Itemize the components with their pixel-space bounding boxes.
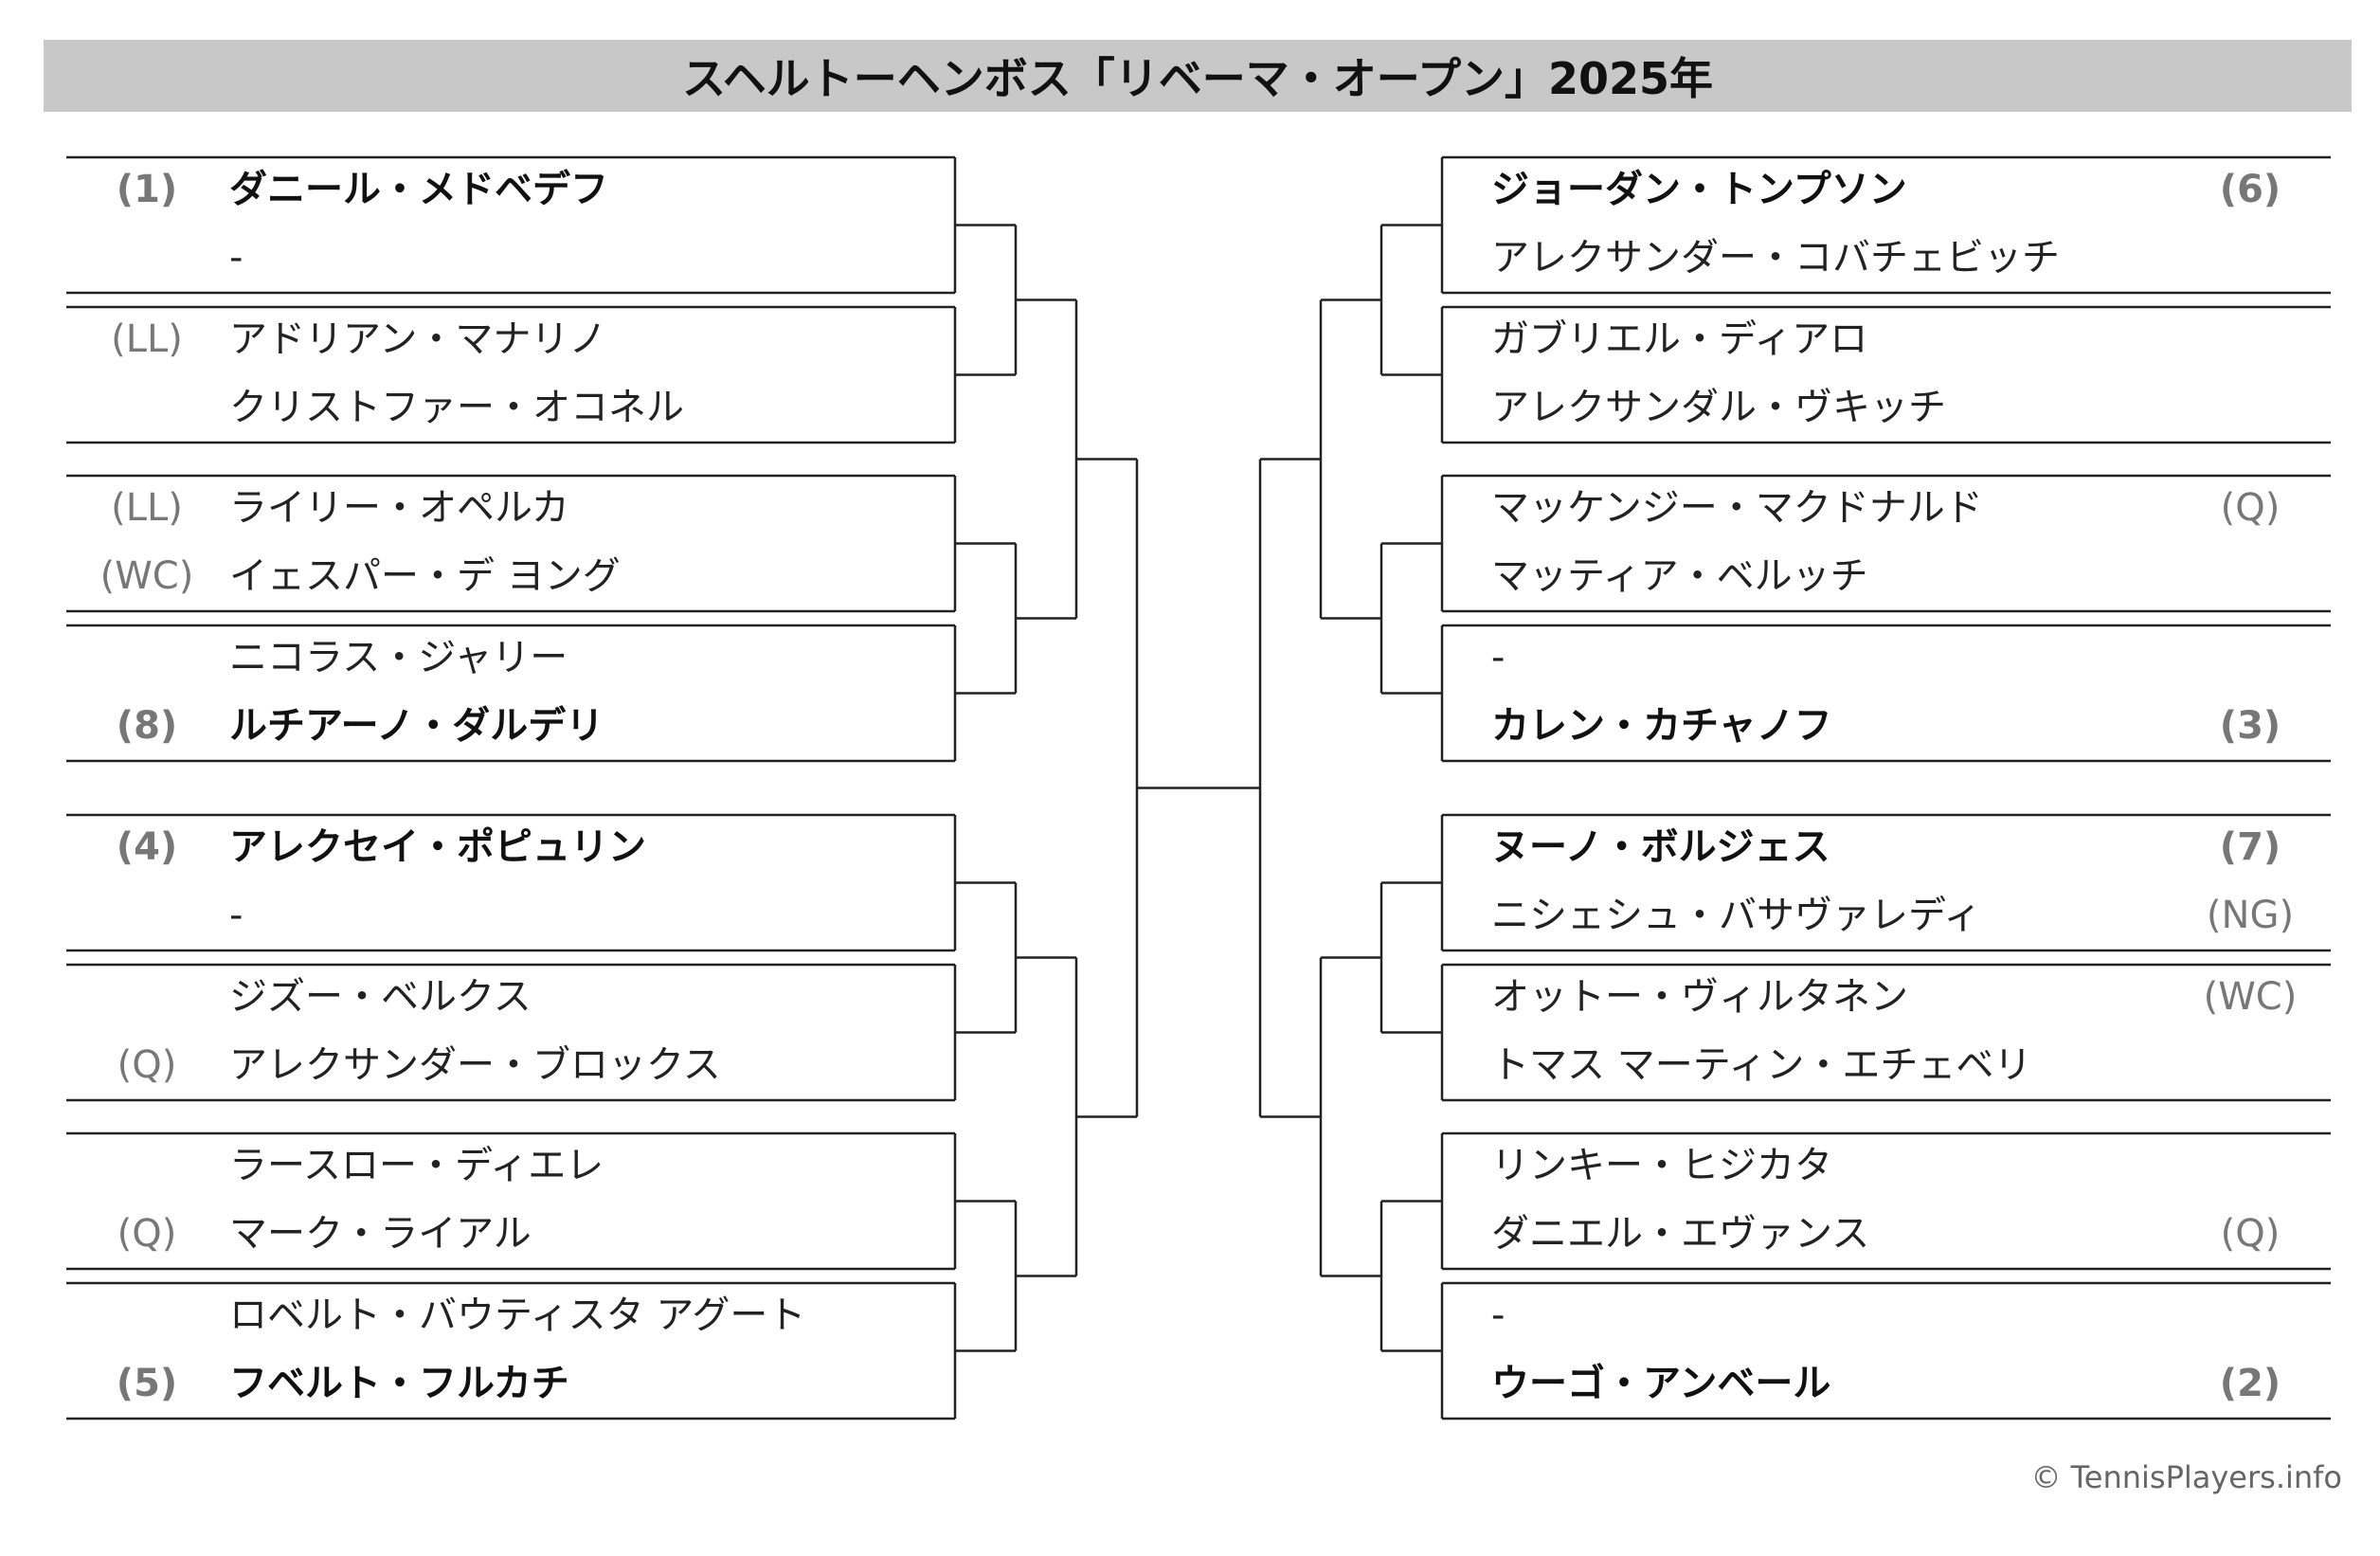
player-seed: (LL) [111, 317, 183, 361]
player-name: ヌーノ・ボルジェス [1491, 825, 1830, 869]
player-seed [76, 624, 218, 692]
player-seed [76, 881, 218, 950]
player-name: - [229, 894, 243, 937]
player-name: フベルト・フルカチ [229, 1362, 569, 1405]
player-seed: (LL) [111, 486, 183, 530]
player-seed [76, 1131, 218, 1200]
player-seed [2179, 1031, 2321, 1099]
page-title: スヘルトーヘンボス「リベーマ・オープン」2025年 [681, 53, 1714, 104]
player-seed: (1) [116, 168, 178, 211]
player-name: カレン・カチャノフ [1491, 704, 1832, 748]
player-seed: (Q) [117, 1043, 177, 1087]
player-seed: (Q) [2220, 486, 2281, 530]
player-seed: (6) [2219, 168, 2281, 211]
player-seed: (7) [2219, 825, 2281, 869]
player-seed [2179, 305, 2321, 373]
player-name: ロベルト・バウティスタ アグート [229, 1294, 806, 1337]
player-name: リンキー・ヒジカタ [1491, 1144, 1832, 1187]
title-bar: スヘルトーヘンボス「リベーマ・オープン」2025年 [44, 40, 2352, 112]
player-name: アレクセイ・ポピュリン [229, 825, 646, 869]
player-name: マッケンジー・マクドナルド [1491, 486, 1983, 530]
player-name: - [229, 236, 243, 280]
player-name: マッティア・ベルッチ [1491, 554, 1868, 598]
player-name: ダニエル・エヴァンス [1491, 1212, 1870, 1256]
player-name: - [1491, 1294, 1506, 1337]
player-seed [2179, 224, 2321, 292]
player-seed [2179, 1131, 2321, 1200]
player-seed [76, 1281, 218, 1349]
player-seed [2179, 624, 2321, 692]
player-seed: (WC) [99, 554, 194, 598]
player-name: ライリー・オペルカ [229, 486, 569, 530]
player-seed: (5) [116, 1362, 178, 1405]
player-name: ニシェシュ・バサヴァレディ [1491, 894, 1982, 937]
player-name: ダニール・メドベデフ [229, 168, 608, 211]
player-name: ガブリエル・ディアロ [1491, 317, 1868, 361]
player-seed: (8) [116, 704, 178, 748]
player-seed: (3) [2219, 704, 2281, 748]
player-seed: (NG) [2206, 894, 2295, 937]
player-name: マーク・ライアル [229, 1212, 532, 1256]
player-name: アレクサンダー・ブロックス [229, 1043, 721, 1087]
player-seed: (WC) [2203, 975, 2298, 1019]
player-seed: (2) [2219, 1362, 2281, 1405]
player-name: ジョーダン・トンプソン [1491, 168, 1907, 211]
player-name: ルチアーノ・ダルデリ [229, 704, 604, 748]
player-seed [2179, 542, 2321, 610]
player-seed [2179, 1281, 2321, 1349]
player-seed: (Q) [117, 1212, 177, 1256]
player-name: イェスパー・デ ヨング [229, 554, 621, 598]
player-name: ジズー・ベルクス [229, 975, 532, 1019]
player-name: トマス マーティン・エチェベリ [1491, 1043, 2032, 1087]
player-name: アレクサンダー・コバチェビッチ [1491, 236, 2060, 280]
player-name: アドリアン・マナリノ [229, 317, 607, 361]
player-seed: (4) [116, 825, 178, 869]
credit-text: © TennisPlayers.info [2030, 1459, 2342, 1495]
player-name: オットー・ヴィルタネン [1491, 975, 1908, 1019]
player-name: クリストファー・オコネル [229, 386, 684, 429]
player-seed [76, 224, 218, 292]
player-seed [2179, 373, 2321, 442]
player-seed [76, 963, 218, 1031]
player-seed [76, 373, 218, 442]
player-name: アレクサンダル・ヴキッチ [1491, 386, 1946, 429]
player-name: ウーゴ・アンベール [1491, 1362, 1831, 1405]
player-name: ニコラス・ジャリー [229, 636, 568, 679]
player-name: - [1491, 636, 1506, 679]
player-name: ラースロー・ディエレ [229, 1144, 604, 1187]
player-seed: (Q) [2220, 1212, 2281, 1256]
